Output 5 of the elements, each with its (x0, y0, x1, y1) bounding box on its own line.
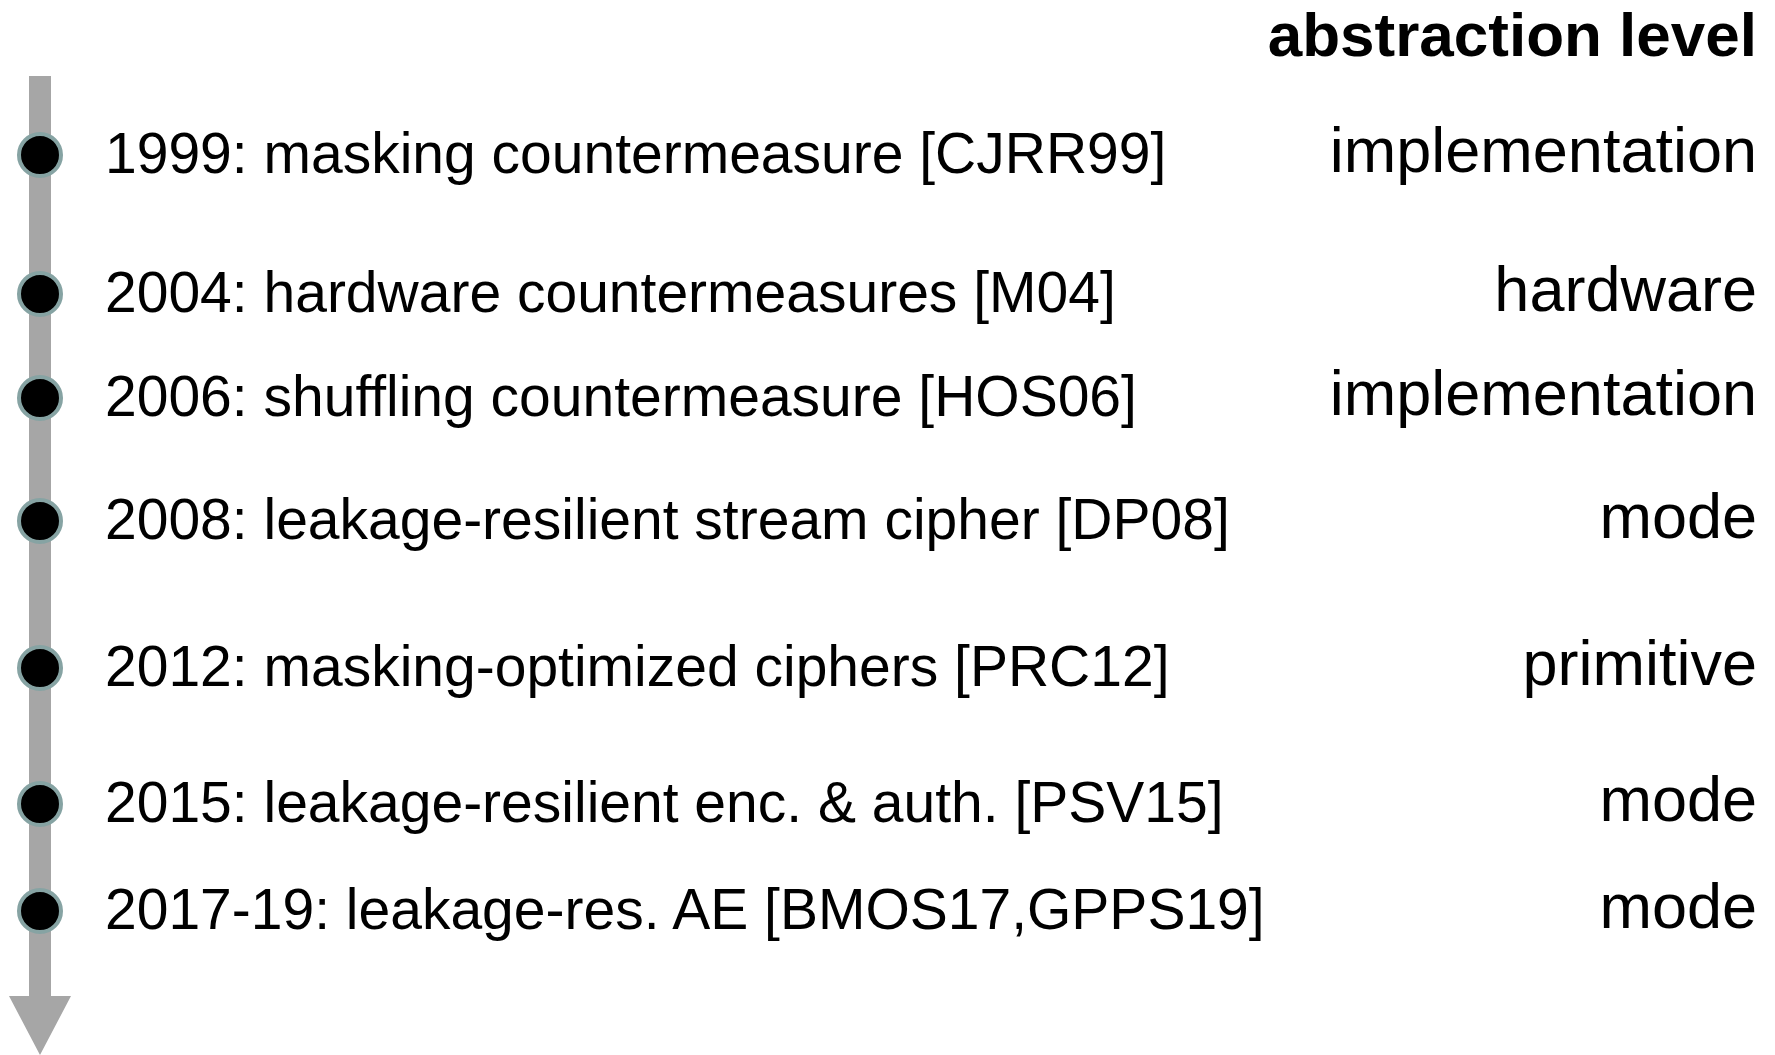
abstraction-level: mode (1599, 768, 1757, 831)
abstraction-level: mode (1599, 485, 1757, 548)
column-heading: abstraction level (1267, 4, 1757, 66)
abstraction-level: mode (1599, 875, 1757, 938)
abstraction-level: hardware (1494, 258, 1757, 321)
